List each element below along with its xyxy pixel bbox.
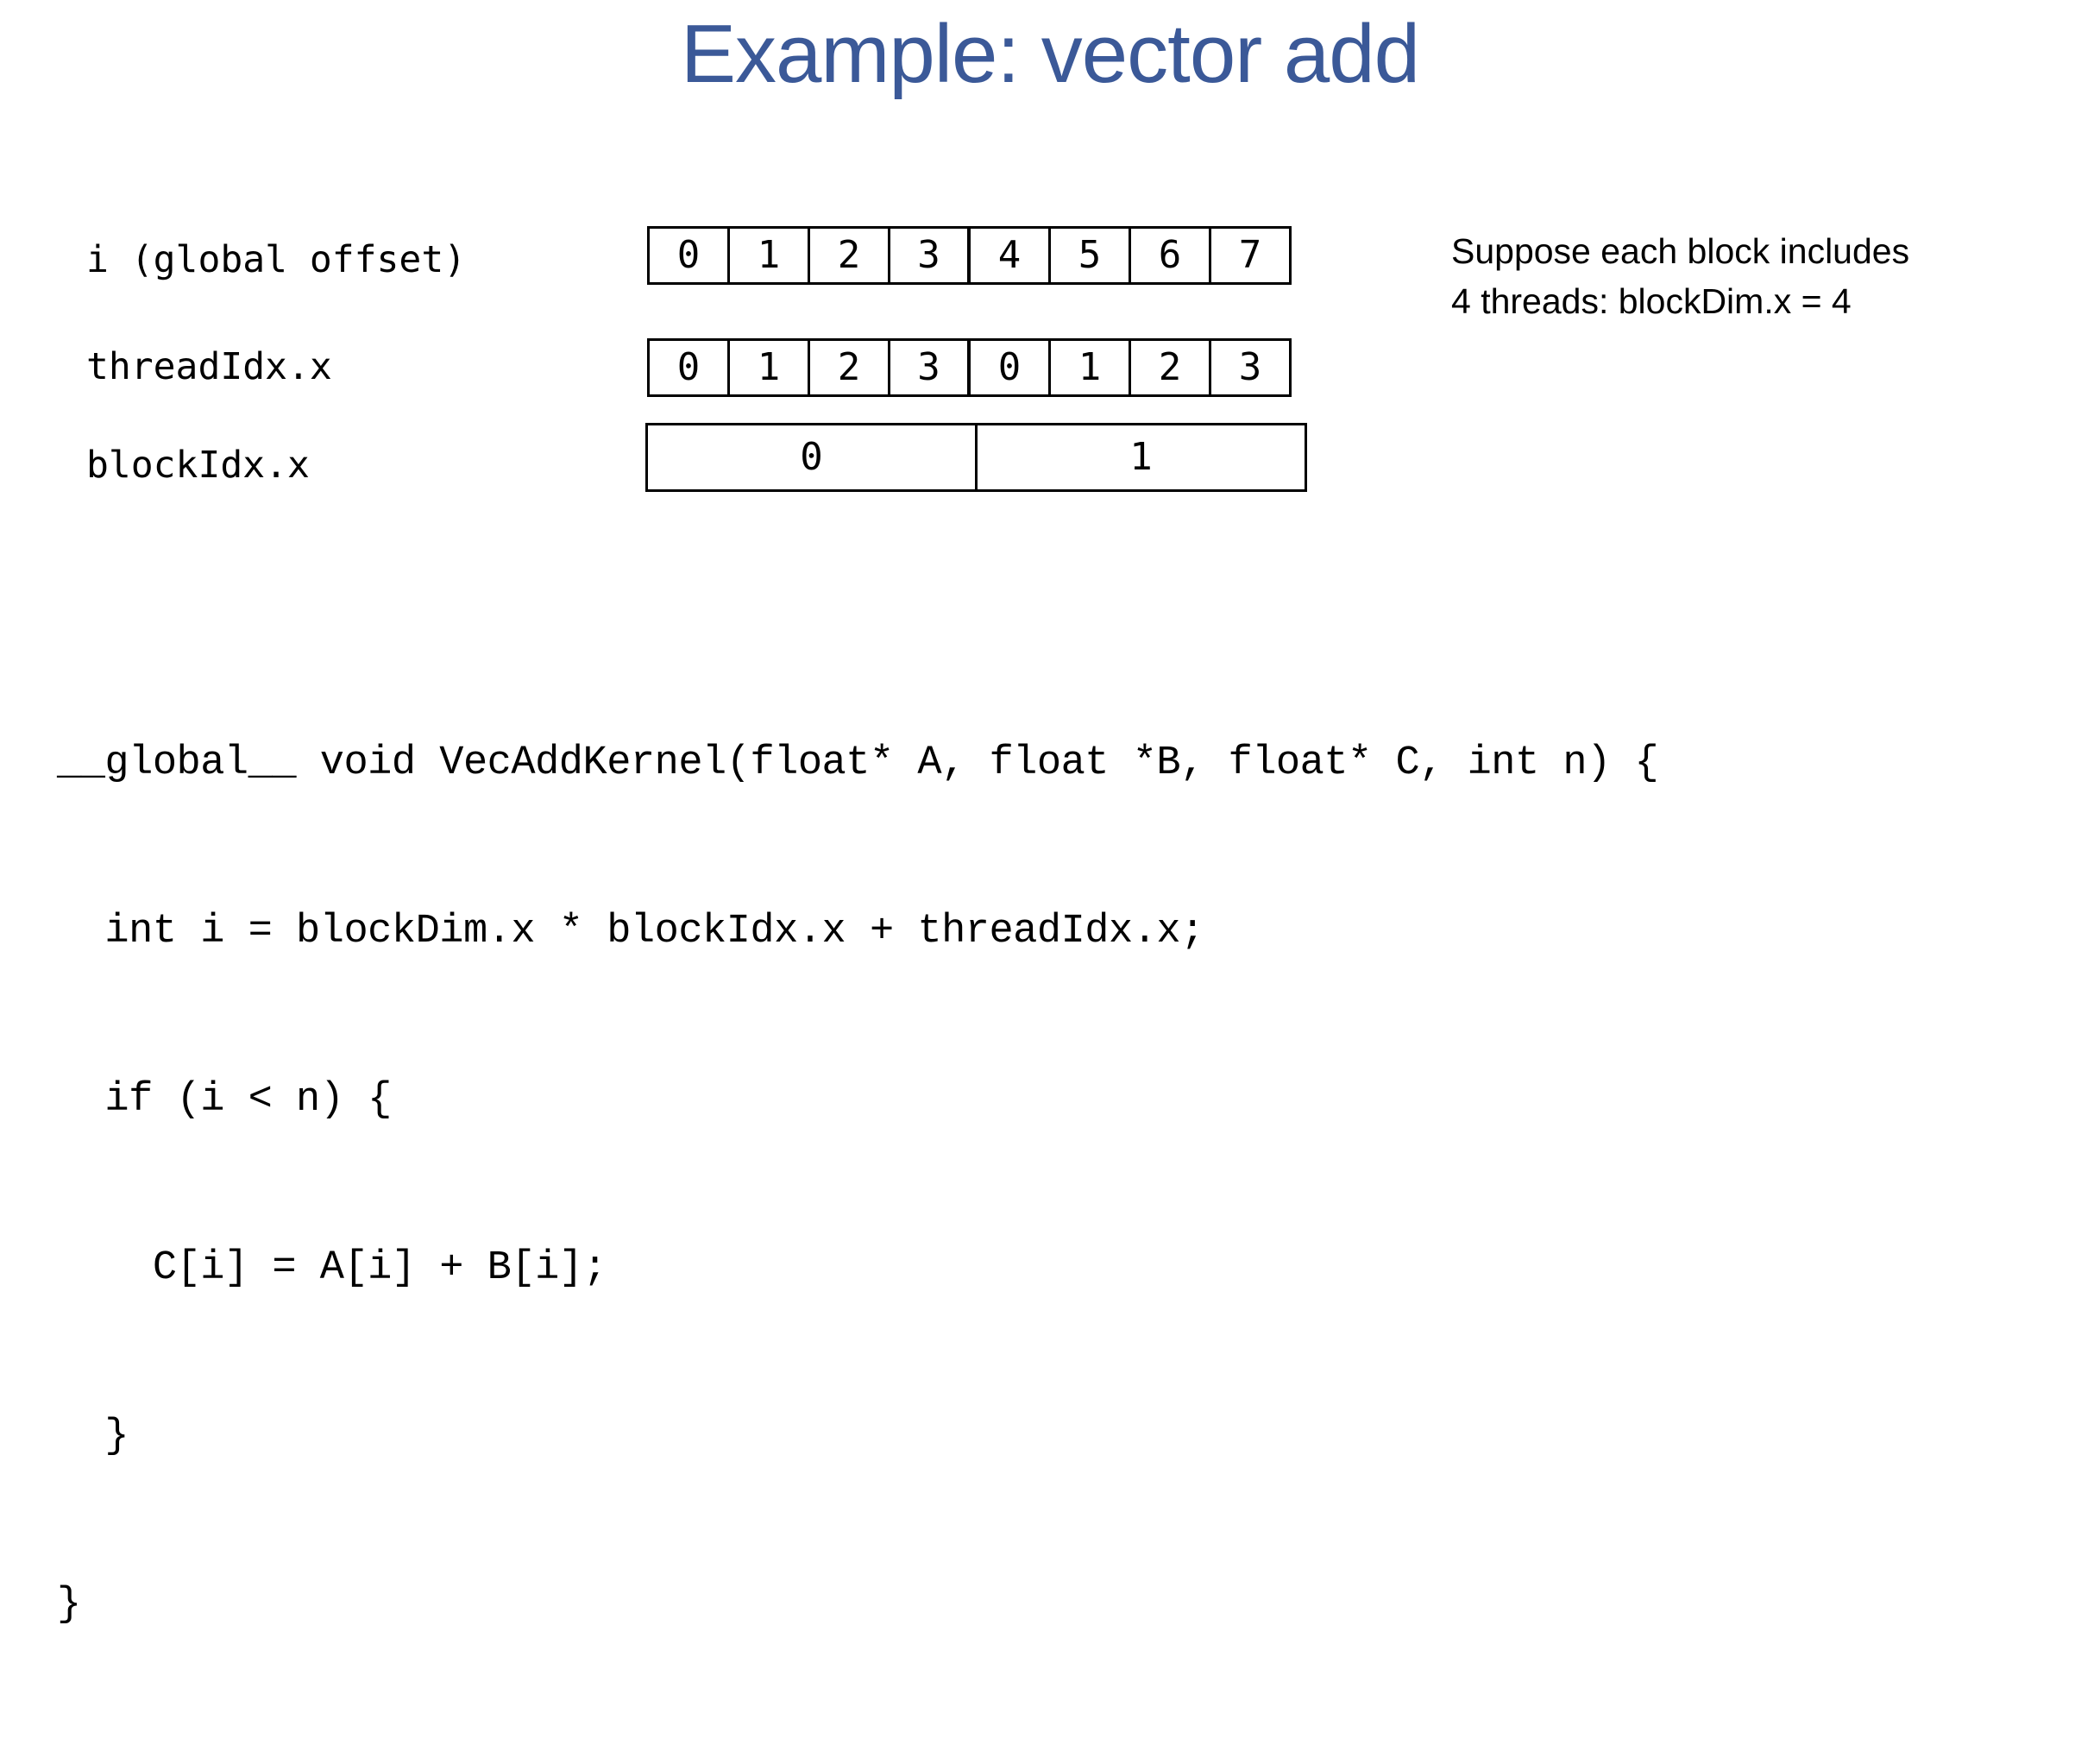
diagram-row-global-offset: 0 1 2 3 4 5 6 7 (647, 226, 1292, 285)
code-line-1: __global__ void VecAddKernel(float* A, f… (57, 740, 1659, 786)
cell-global-offset-4: 4 (968, 226, 1051, 285)
page-title: Example: vector add (680, 8, 1420, 100)
cell-global-offset-7: 7 (1209, 226, 1292, 285)
code-line-4: C[i] = A[i] + B[i]; (57, 1245, 607, 1291)
cell-thread-idx-4: 0 (968, 338, 1051, 397)
cell-global-offset-0: 0 (647, 226, 730, 285)
side-note-line-2: 4 threads: blockDim.x = 4 (1451, 281, 1852, 322)
side-note-line-1: Suppose each block includes (1451, 231, 1910, 271)
cell-thread-idx-7: 3 (1209, 338, 1292, 397)
row-label-block-idx: blockIdx.x (86, 444, 310, 487)
cell-global-offset-5: 5 (1048, 226, 1131, 285)
code-line-5: } (57, 1414, 129, 1459)
code-line-3: if (i < n) { (57, 1077, 392, 1123)
side-note: Suppose each block includes 4 threads: b… (1451, 226, 2038, 326)
cell-thread-idx-1: 1 (727, 338, 810, 397)
cell-thread-idx-0: 0 (647, 338, 730, 397)
cell-block-idx-0: 0 (645, 423, 978, 492)
cell-global-offset-1: 1 (727, 226, 810, 285)
cell-block-idx-1: 1 (975, 423, 1307, 492)
cell-thread-idx-5: 1 (1048, 338, 1131, 397)
code-line-6: } (57, 1582, 81, 1628)
cell-thread-idx-3: 3 (888, 338, 971, 397)
row-label-global-offset: i (global offset) (86, 238, 467, 281)
code-listing: __global__ void VecAddKernel(float* A, f… (57, 623, 1659, 1745)
diagram-row-block-idx: 0 1 (645, 423, 1307, 492)
cell-thread-idx-6: 2 (1129, 338, 1211, 397)
cell-thread-idx-2: 2 (808, 338, 890, 397)
code-line-2: int i = blockDim.x * blockIdx.x + thread… (57, 909, 1204, 954)
diagram-row-thread-idx: 0 1 2 3 0 1 2 3 (647, 338, 1292, 397)
cell-global-offset-6: 6 (1129, 226, 1211, 285)
cell-global-offset-2: 2 (808, 226, 890, 285)
slide-canvas: Example: vector add i (global offset) 0 … (57, 8, 2038, 1628)
cell-global-offset-3: 3 (888, 226, 971, 285)
row-label-thread-idx: threadIdx.x (86, 345, 332, 388)
